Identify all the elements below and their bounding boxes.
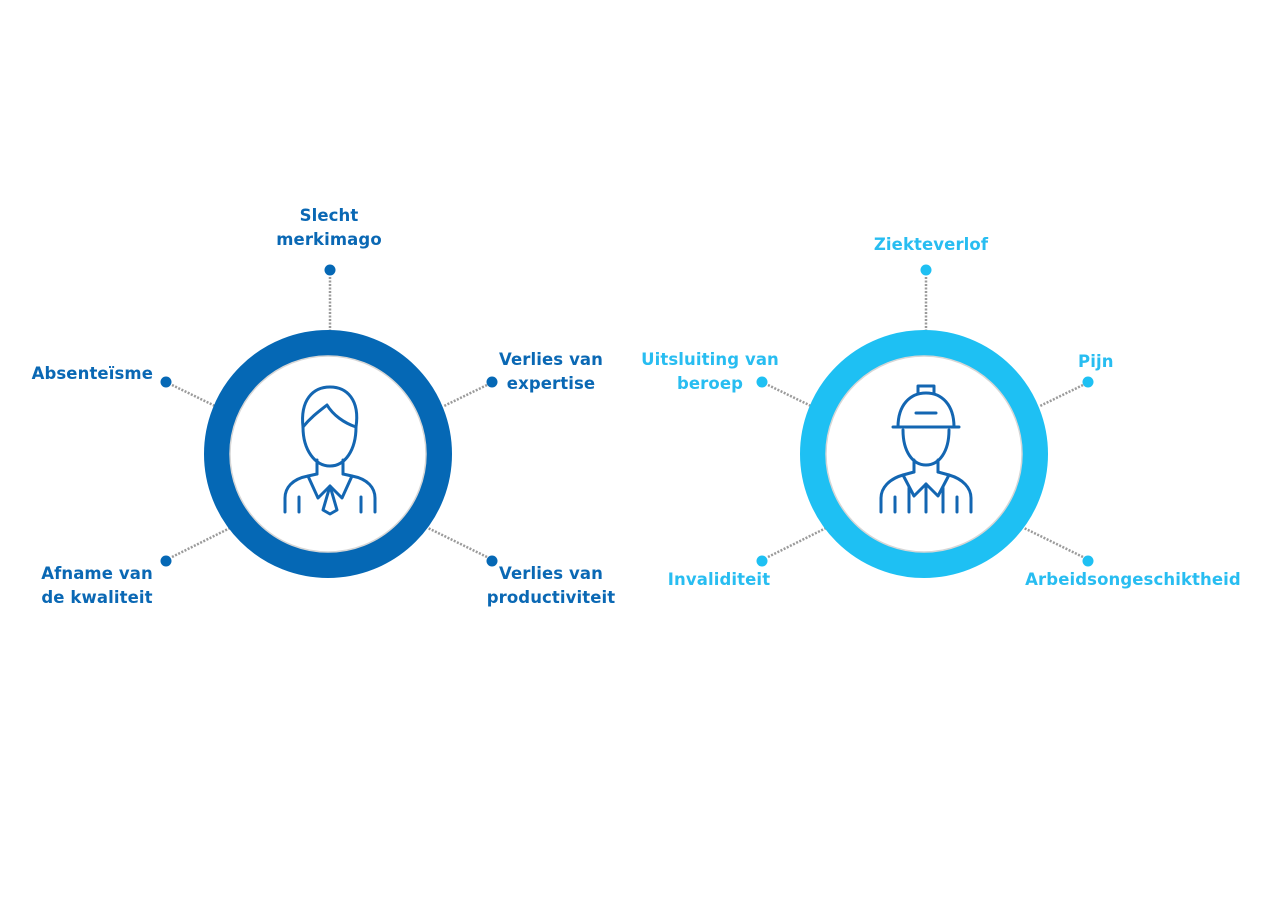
businessperson-icon bbox=[283, 385, 377, 516]
connector-left bbox=[171, 383, 216, 408]
label-sick-leave: Ziekteverlof bbox=[874, 233, 988, 257]
label-line: beroep bbox=[676, 374, 744, 393]
label-line: Invaliditeit bbox=[667, 570, 771, 589]
dot-left bbox=[160, 376, 172, 388]
label-line: Afname van bbox=[41, 564, 153, 583]
label-loss-of-expertise: Verlies van expertise bbox=[499, 348, 603, 396]
dot-bottom-right bbox=[486, 555, 498, 567]
employee-dots bbox=[756, 264, 1094, 567]
label-line: Verlies van bbox=[498, 564, 603, 583]
dot-bottom-right bbox=[1082, 555, 1094, 567]
connector-bottom-right bbox=[427, 526, 488, 559]
employer-ring-shadow bbox=[229, 355, 427, 553]
label-line: merkimago bbox=[276, 230, 382, 249]
label-absenteeism: Absenteïsme bbox=[32, 362, 153, 386]
dot-left bbox=[756, 376, 768, 388]
label-line: Ziekteverlof bbox=[873, 235, 989, 254]
connector-bottom-left bbox=[171, 526, 231, 559]
label-line: Absenteïsme bbox=[31, 364, 153, 383]
employee-ring bbox=[800, 330, 1048, 578]
employer-ring bbox=[204, 330, 452, 578]
dot-bottom-left bbox=[160, 555, 172, 567]
employer-connectors bbox=[171, 277, 488, 559]
construction-worker-icon bbox=[879, 384, 973, 514]
label-line: productiviteit bbox=[486, 588, 616, 607]
label-occupational-exclusion: Uitsluiting van beroep bbox=[641, 348, 779, 396]
label-line: Pijn bbox=[1078, 352, 1114, 371]
label-productivity-loss: Verlies van productiviteit bbox=[487, 562, 616, 610]
label-quality-decline: Afname van de kwaliteit bbox=[41, 562, 153, 610]
label-line: Uitsluiting van bbox=[641, 350, 779, 369]
employee-group bbox=[756, 264, 1094, 578]
connector-bottom-left bbox=[767, 526, 827, 559]
label-work-incapacity: Arbeidsongeschiktheid bbox=[1025, 568, 1241, 592]
connector-bottom-right bbox=[1023, 526, 1084, 559]
label-line: Arbeidsongeschiktheid bbox=[1025, 570, 1241, 589]
dot-right bbox=[486, 376, 498, 388]
label-pain: Pijn bbox=[1078, 350, 1114, 374]
label-line: de kwaliteit bbox=[41, 588, 153, 607]
dot-top bbox=[920, 264, 932, 276]
employer-dots bbox=[160, 264, 498, 567]
employee-ring-shadow bbox=[825, 355, 1023, 553]
dot-top bbox=[324, 264, 336, 276]
connector-right bbox=[443, 383, 488, 408]
label-bad-brand-image: Slecht merkimago bbox=[276, 204, 382, 252]
label-line: Slecht bbox=[299, 206, 359, 225]
connector-right bbox=[1039, 383, 1084, 408]
label-line: expertise bbox=[506, 374, 596, 393]
label-invalidity: Invaliditeit bbox=[668, 568, 770, 592]
dot-right bbox=[1082, 376, 1094, 388]
dot-bottom-left bbox=[756, 555, 768, 567]
employer-group bbox=[160, 264, 498, 578]
employee-connectors bbox=[767, 277, 1084, 559]
label-line: Verlies van bbox=[499, 350, 603, 369]
connector-left bbox=[767, 383, 812, 408]
